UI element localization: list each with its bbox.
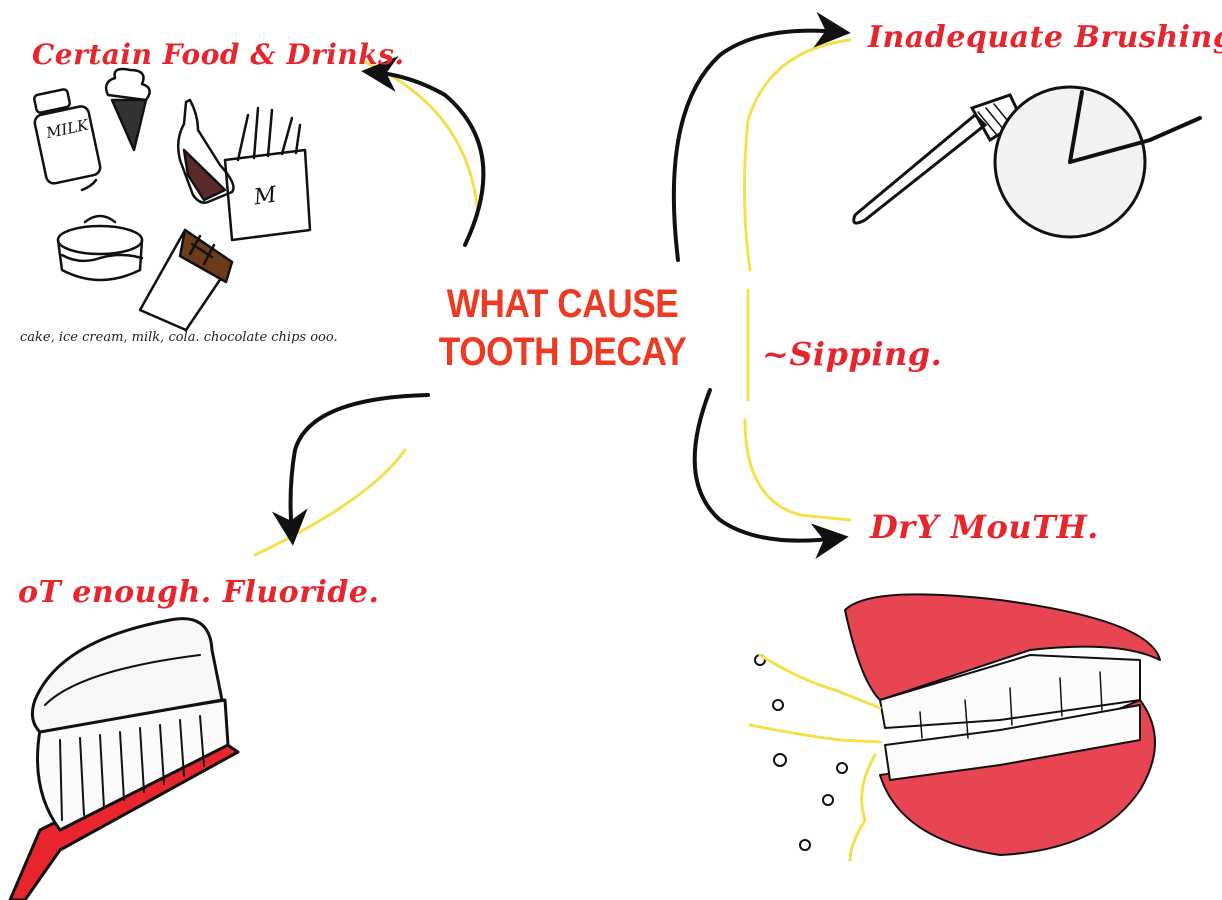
saliva-lines [750, 655, 880, 860]
toothpaste-brush-sketch [10, 619, 238, 900]
food-caption: cake, ice cream, milk, cola. chocolate c… [20, 330, 338, 345]
fries-icon [225, 108, 310, 240]
fries-label: M [252, 183, 278, 211]
cake-icon [58, 216, 142, 280]
milk-bottle-icon [33, 89, 101, 190]
mouth-sketch [750, 594, 1160, 860]
center-title: WHAT CAUSE TOOTH DECAY [437, 280, 688, 376]
arrow-to-food [372, 72, 483, 245]
ice-cream-icon [106, 69, 150, 150]
label-certain-food-drinks: Certain Food & Drinks. [32, 38, 405, 71]
label-inadequate-brushing: Inadequate Brushing. [868, 20, 1222, 55]
bacteria-icons [755, 655, 847, 850]
toothbrush-clock-sketch [854, 87, 1200, 237]
cola-bottle-icon [178, 100, 233, 203]
chocolate-bar-icon [140, 230, 232, 330]
arrow-to-brushing [674, 31, 840, 260]
label-dry-mouth: DrY MouTH. [870, 508, 1099, 546]
clock-icon [995, 87, 1200, 237]
label-not-enough-fluoride: oT enough. Fluoride. [18, 575, 379, 610]
center-title-line-1: WHAT CAUSE [437, 280, 688, 328]
center-title-line-2: TOOTH DECAY [437, 328, 688, 376]
label-sipping: ~Sipping. [762, 335, 942, 373]
arrow-to-fluoride [291, 395, 428, 535]
